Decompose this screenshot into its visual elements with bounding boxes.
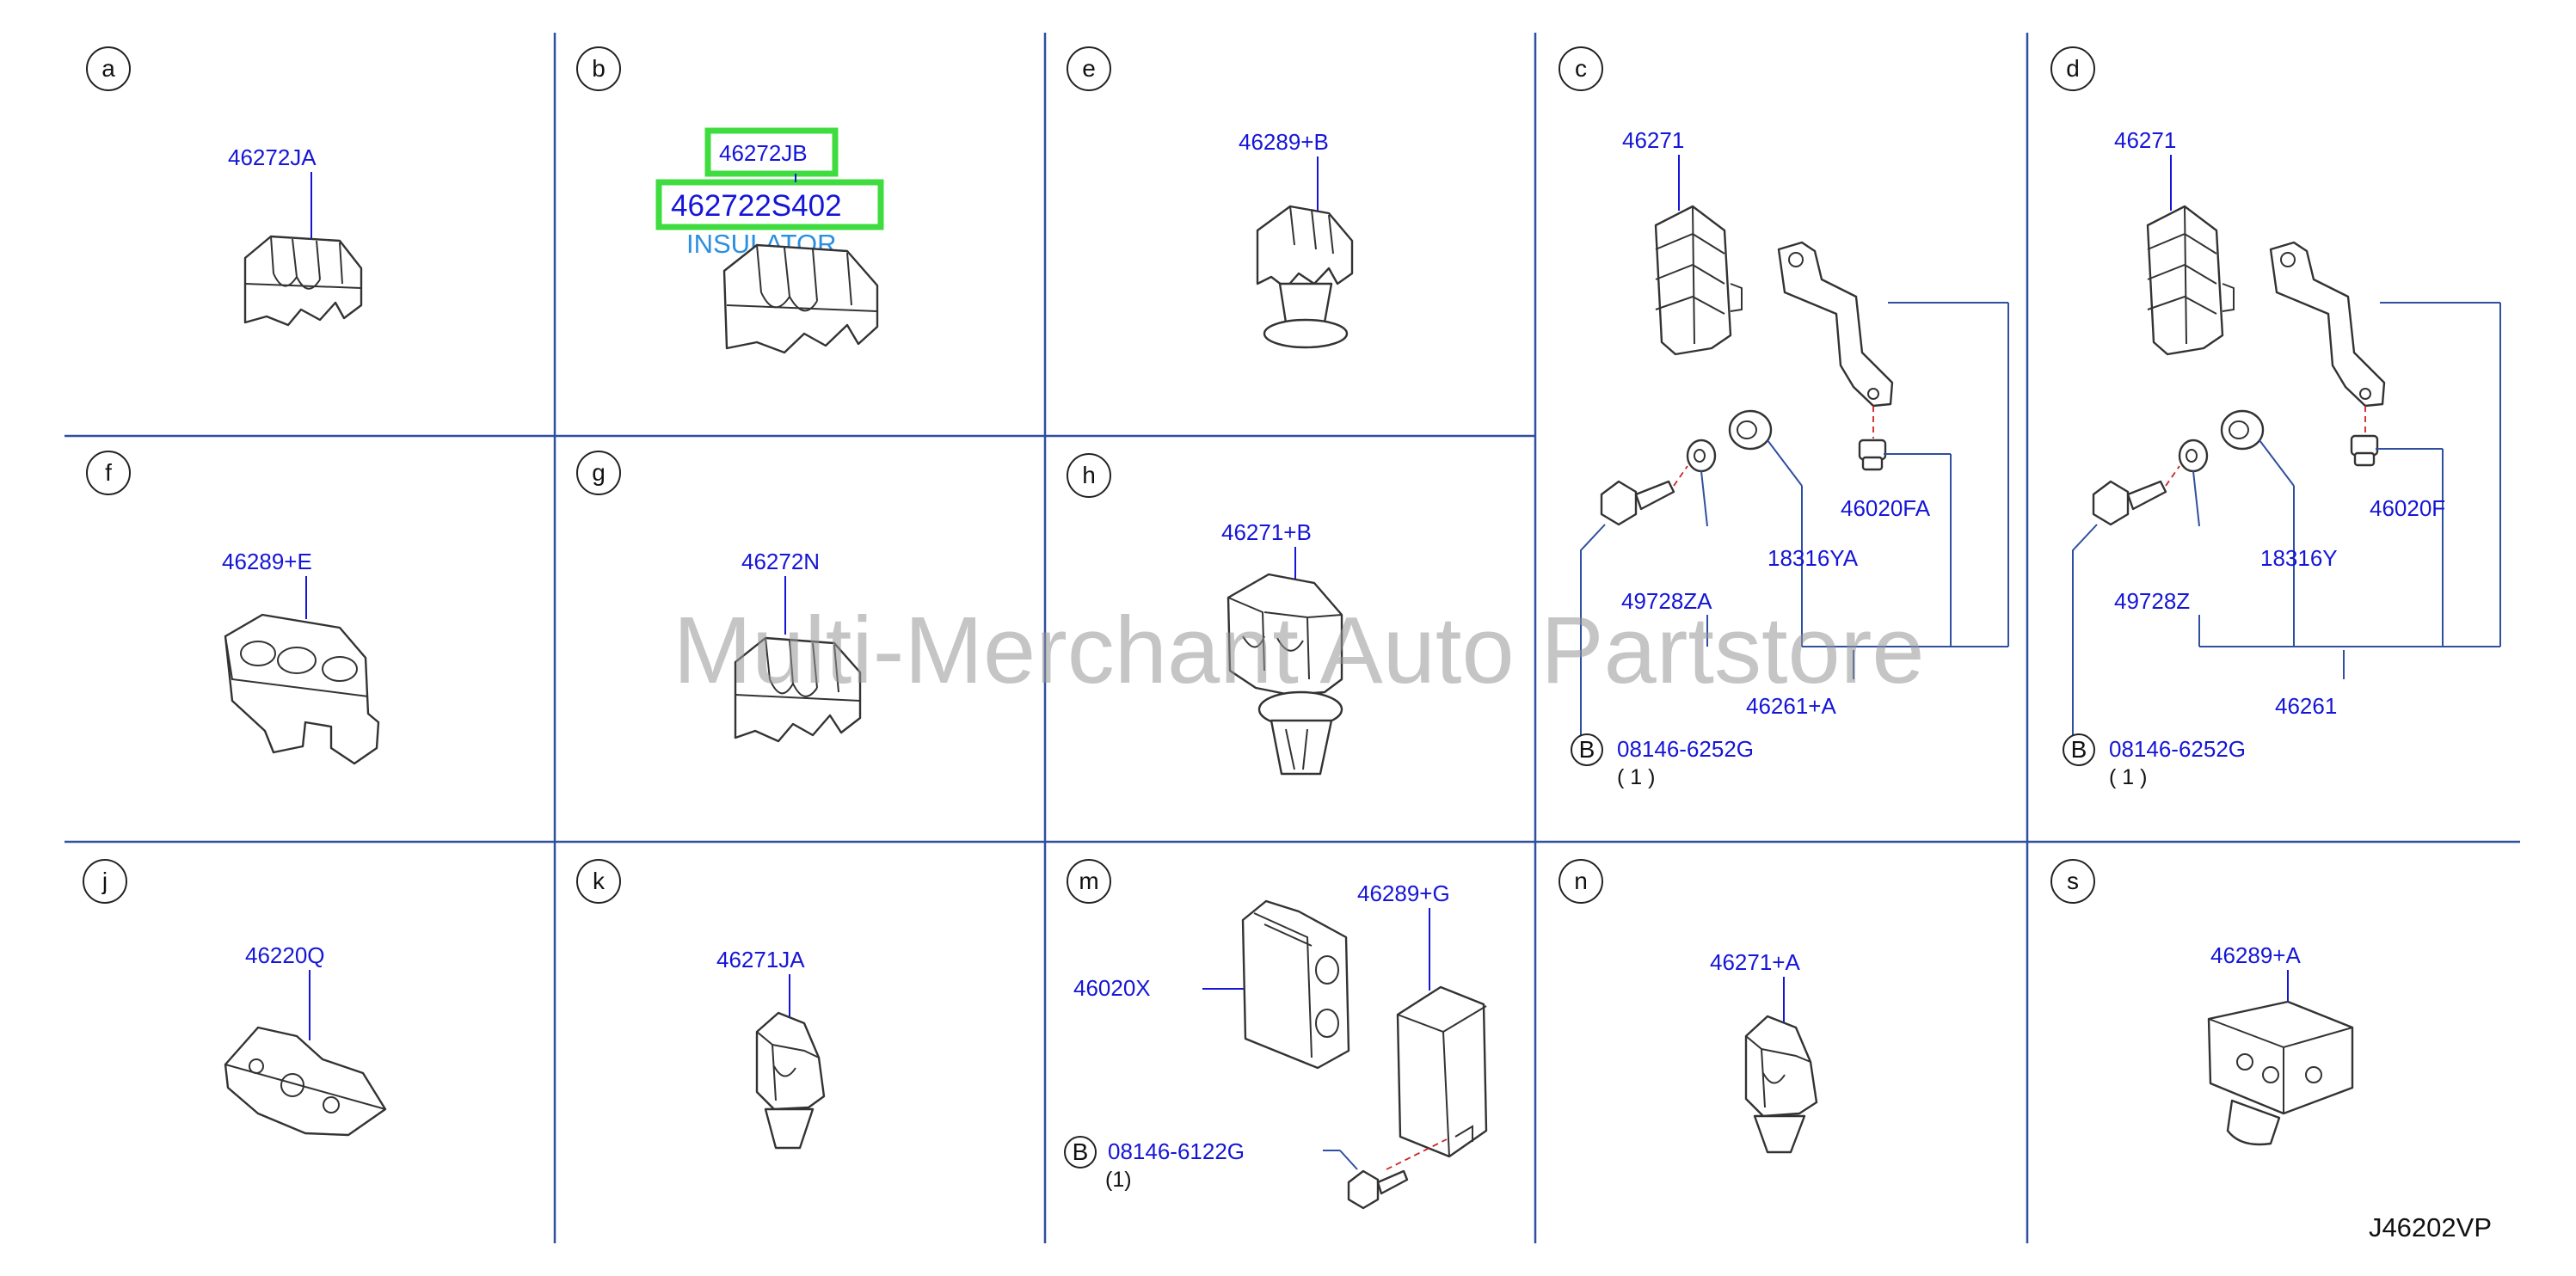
block-46020X <box>1241 899 1350 1070</box>
bushing-18316YA <box>1728 409 1773 451</box>
part-label-46272JB[interactable]: 46272JB <box>719 140 808 166</box>
part-label-46271-d[interactable]: 46271 <box>2114 127 2176 153</box>
panel-letter-s: s <box>2067 868 2079 894</box>
part-label-49728Z[interactable]: 49728Z <box>2114 588 2190 614</box>
clip-46271-d <box>2146 205 2235 356</box>
part-label-49728ZA[interactable]: 49728ZA <box>1621 588 1712 614</box>
qty-m: (1) <box>1105 1168 1132 1192</box>
clip-46272JA <box>243 235 363 327</box>
part-label-46271+B[interactable]: 46271+B <box>1221 519 1312 545</box>
panel-f: 46289+E <box>222 549 380 765</box>
clip-46289+E <box>224 613 380 765</box>
grommet-46020FA <box>1858 439 1887 471</box>
bolt-symbol-c: B <box>1579 736 1595 763</box>
washer-49728ZA <box>1686 439 1717 473</box>
panel-g: 46272N <box>734 549 862 743</box>
panel-letter-c: c <box>1575 55 1587 82</box>
bushing-18316Y <box>2220 409 2265 451</box>
panel-letter-e: e <box>1082 55 1096 82</box>
part-label-46020X[interactable]: 46020X <box>1073 975 1151 1001</box>
panel-j: 46220Q <box>224 942 387 1137</box>
clip-46289+B <box>1256 205 1354 349</box>
part-label-46261+A[interactable]: 46261+A <box>1746 693 1836 719</box>
grid <box>65 33 2520 1243</box>
part-label-46289+G[interactable]: 46289+G <box>1357 880 1450 906</box>
part-label-46220Q[interactable]: 46220Q <box>245 942 325 968</box>
clip-46271JA <box>755 1011 826 1150</box>
part-label-46272N[interactable]: 46272N <box>741 549 820 574</box>
panel-h: 46271+B <box>1221 519 1343 776</box>
bolt-d <box>2092 480 2167 526</box>
part-label-08146-6252G-c[interactable]: 08146-6252G <box>1617 736 1754 762</box>
part-label-18316Y[interactable]: 18316Y <box>2260 545 2338 571</box>
part-label-46289+A[interactable]: 46289+A <box>2210 942 2301 968</box>
grommet-46020F <box>2350 434 2379 467</box>
part-label-46261[interactable]: 46261 <box>2275 693 2337 719</box>
diagram-code: J46202VP <box>2368 1212 2492 1242</box>
bracket-d <box>2269 241 2386 408</box>
panel-e: 46289+B <box>1239 129 1354 349</box>
part-label-46271JA[interactable]: 46271JA <box>716 947 805 972</box>
clip-46220Q <box>224 1026 387 1137</box>
clip-46272N <box>734 636 862 743</box>
bolt-c <box>1600 480 1675 526</box>
panel-letter-a: a <box>101 55 115 82</box>
highlight-46272JB <box>704 127 839 177</box>
part-label-46289+E[interactable]: 46289+E <box>222 549 312 574</box>
panel-d: 46271 46020F 18316Y <box>2063 127 2501 789</box>
part-label-462722S402[interactable]: 462722S402 <box>671 189 842 223</box>
part-label-46272JA[interactable]: 46272JA <box>228 144 317 170</box>
clip-46271-c <box>1654 205 1743 356</box>
clip-46272JB <box>722 243 879 354</box>
highlight-462722S402 <box>655 179 884 230</box>
washer-49728Z <box>2178 439 2209 473</box>
panel-letter-k: k <box>593 868 606 894</box>
panel-letter-h: h <box>1082 462 1096 488</box>
panel-letter-b: b <box>592 55 606 82</box>
qty-d: ( 1 ) <box>2109 765 2147 789</box>
panel-letter-f: f <box>105 459 112 486</box>
panel-k: 46271JA <box>716 947 826 1150</box>
clip-46271+A <box>1744 1015 1818 1154</box>
part-label-46020FA[interactable]: 46020FA <box>1841 495 1931 521</box>
clip-46271+B <box>1227 573 1343 776</box>
qty-c: ( 1 ) <box>1617 765 1655 789</box>
panel-n: 46271+A <box>1710 949 1818 1154</box>
bolt-symbol-d: B <box>2071 736 2087 763</box>
bolt-symbol-m: B <box>1073 1138 1089 1165</box>
part-label-18316YA[interactable]: 18316YA <box>1768 545 1859 571</box>
block-46289+A <box>2207 1000 2354 1146</box>
panel-a: 46272JA <box>228 144 363 327</box>
bracket-c <box>1777 241 1894 408</box>
panel-letter-g: g <box>592 459 606 486</box>
part-label-08146-6252G-d[interactable]: 08146-6252G <box>2109 736 2246 762</box>
panel-letter-m: m <box>1079 868 1098 894</box>
panel-m: 46289+G 46020X B 08146-6122G (1) <box>1064 880 1488 1210</box>
panel-letter-d: d <box>2066 55 2080 82</box>
bolt-m <box>1347 1169 1409 1210</box>
panel-s: 46289+A <box>2207 942 2354 1146</box>
part-label-46271+A[interactable]: 46271+A <box>1710 949 1800 975</box>
part-label-46020F[interactable]: 46020F <box>2370 495 2445 521</box>
panel-b: 46272JB 462722S402 INSULATOR <box>655 127 884 354</box>
cover-46289+G <box>1396 985 1488 1158</box>
part-label-46271-c[interactable]: 46271 <box>1622 127 1684 153</box>
part-label-08146-6122G[interactable]: 08146-6122G <box>1108 1138 1245 1164</box>
panel-letter-j: j <box>101 868 108 894</box>
panel-letter-n: n <box>1574 868 1588 894</box>
part-label-46289+B[interactable]: 46289+B <box>1239 129 1329 155</box>
panel-letters: a b e c d f g h j k m n s <box>83 46 2095 904</box>
panel-c: 46271 46020FA 18316YA <box>1571 127 2009 789</box>
